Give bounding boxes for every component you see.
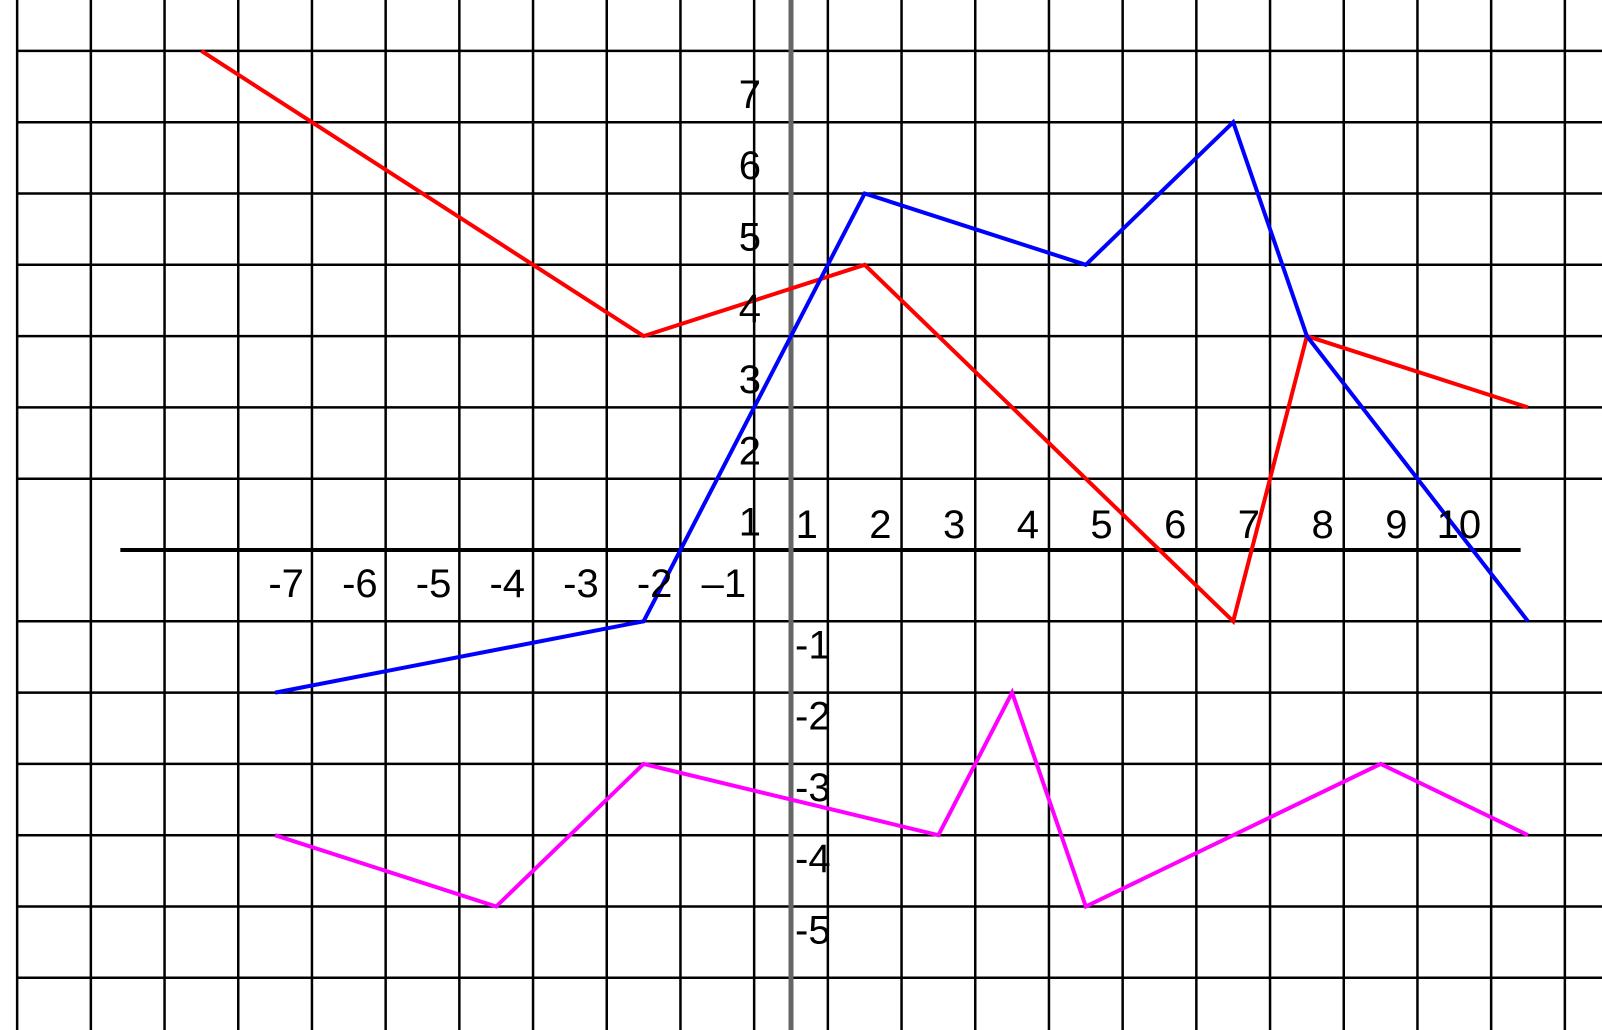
series-line-2 [274,118,1530,695]
x-tick-label: 10 [1437,503,1482,547]
x-tick-label: 8 [1312,503,1334,547]
x-tick-label: -4 [489,562,525,606]
series-lines [200,49,1530,910]
x-tick-label: -5 [416,562,452,606]
x-tick-label: 7 [1238,503,1260,547]
y-tick-label: 5 [739,216,761,260]
y-tick-label: 4 [739,287,761,331]
x-tick-label: -7 [268,562,304,606]
x-tick-label: 4 [1017,503,1039,547]
x-tick-label: –1 [702,562,747,606]
y-tick-label: 7 [739,73,761,117]
y-tick-label: 6 [739,144,761,188]
y-tick-label: 2 [739,429,761,473]
y-tick-label: -3 [795,766,831,810]
y-tick-label: -1 [795,623,831,667]
series-line-1 [200,49,1529,626]
x-tick-label: -3 [563,562,599,606]
x-tick-label: 5 [1090,503,1112,547]
y-tick-label: 3 [739,358,761,402]
y-tick-label: -2 [795,695,831,739]
x-tick-label: 9 [1385,503,1407,547]
y-tick-label: -5 [795,909,831,953]
y-tick-label: -4 [795,837,831,881]
x-tick-label: -2 [637,562,673,606]
x-tick-label: -6 [342,562,378,606]
y-tick-label: 1 [739,501,761,545]
x-tick-label: 2 [869,503,891,547]
x-tick-label: 6 [1164,503,1186,547]
series-line-3 [274,687,1529,910]
x-tick-label: 1 [796,503,818,547]
x-tick-label: 3 [943,503,965,547]
axes [120,0,1521,1030]
